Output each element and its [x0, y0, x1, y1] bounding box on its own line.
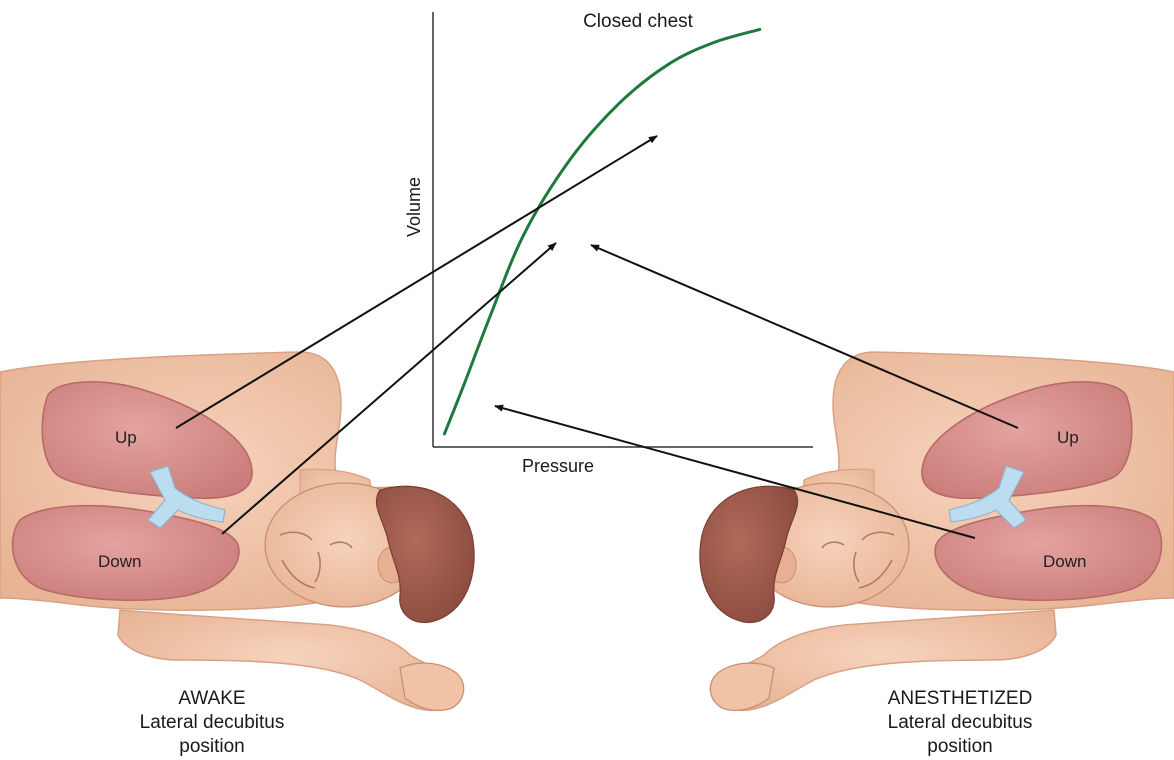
anesthetized-down-label: Down [1043, 552, 1086, 571]
awake-caption-line1: AWAKE [178, 688, 245, 709]
anesthetized-up-label: Up [1057, 428, 1079, 447]
y-axis-label: Volume [404, 177, 424, 237]
anesthetized-caption-line3: position [927, 736, 993, 757]
anesthetized-up-arrow [591, 245, 1018, 428]
x-axis-label: Pressure [522, 456, 594, 476]
awake-down-label: Down [98, 552, 141, 571]
anesthetized-figure: Up Down ANESTHETIZED Lateral decubitus p… [700, 352, 1174, 757]
awake-caption-line3: position [179, 736, 245, 757]
awake-up-label: Up [115, 428, 137, 447]
anesthetized-caption-line2: Lateral decubitus [888, 712, 1033, 733]
awake-figure: Up Down AWAKE Lateral decubitus position [0, 352, 474, 757]
anesthetized-caption-line1: ANESTHETIZED [888, 688, 1033, 709]
awake-caption-line2: Lateral decubitus [140, 712, 285, 733]
pressure-volume-chart: Closed chest Pressure Volume [404, 11, 813, 476]
pressure-volume-curve [444, 29, 759, 434]
chart-title: Closed chest [583, 11, 694, 32]
